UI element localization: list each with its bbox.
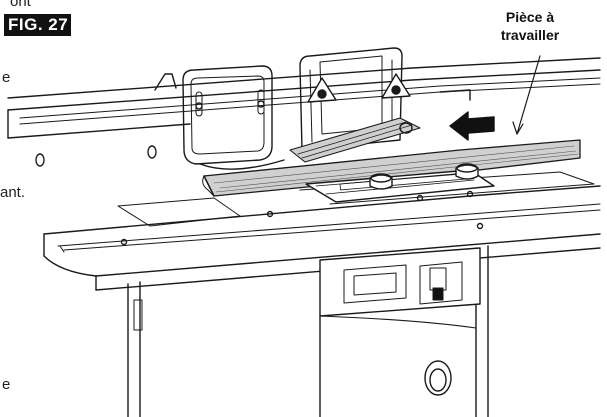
callout-line-1: Pièce à xyxy=(505,9,555,25)
table-cabinet xyxy=(127,245,489,417)
workpiece-callout: Pièce à travailler xyxy=(470,8,590,44)
table-top xyxy=(43,171,601,291)
right-fence-guard xyxy=(289,47,421,163)
figure-label: FIG. 27 xyxy=(4,14,72,36)
margin-text-line-b: ant. xyxy=(0,184,26,201)
margin-text-line-a: e xyxy=(2,69,11,86)
margin-text-top: ont xyxy=(10,0,31,10)
workpiece-board xyxy=(202,139,581,197)
callout-line-2: travailler xyxy=(500,27,560,43)
fence-rail xyxy=(7,57,601,167)
feed-direction-arrow xyxy=(449,111,495,141)
left-fence-face xyxy=(182,65,285,170)
insert-plate xyxy=(305,163,495,203)
callout-leader xyxy=(516,55,541,135)
margin-text-line-c: e xyxy=(2,376,11,393)
